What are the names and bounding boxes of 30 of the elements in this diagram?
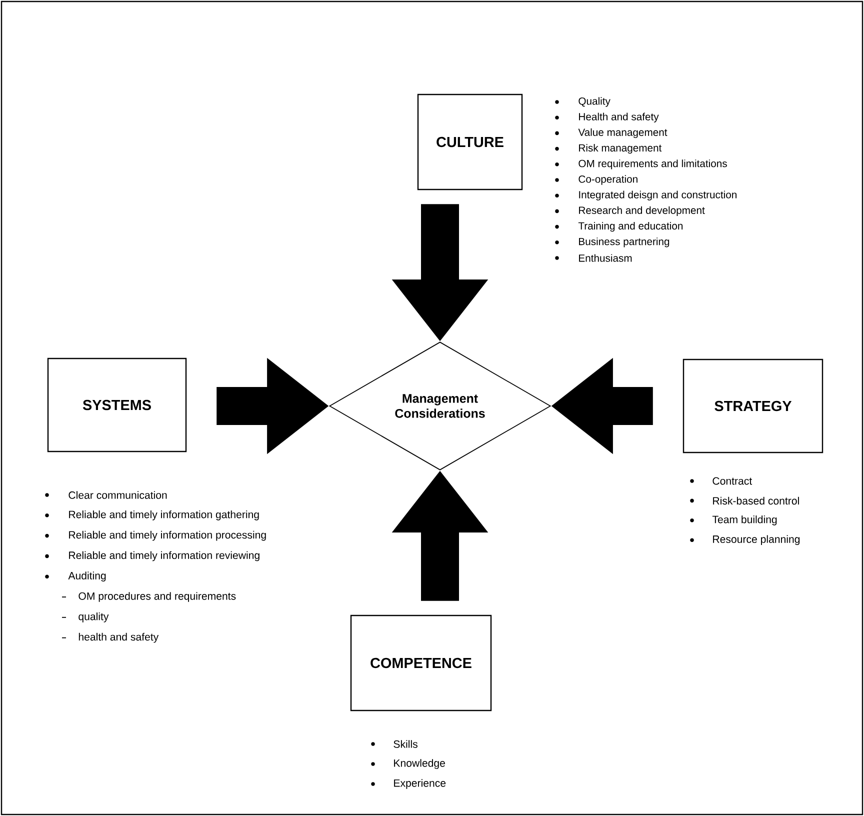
list-item: Enthusiasm xyxy=(579,254,632,262)
list-item: Co-operation xyxy=(578,175,638,185)
list-item: health and safety xyxy=(78,632,159,643)
label-box: COMPETENCE xyxy=(350,614,492,712)
list-item: Health and safety xyxy=(579,112,659,122)
list-item: Reliable and timely information gathering xyxy=(69,510,259,520)
list-item: Knowledge xyxy=(394,759,445,769)
list-item: Risk-based control xyxy=(713,496,799,505)
list-item: Risk management xyxy=(579,144,662,154)
list-item: Reliable and timely information processing xyxy=(69,530,266,541)
list-item: Value management xyxy=(578,128,668,138)
list-item: OM requirements and limitations xyxy=(578,160,727,170)
list-item: Business partnering xyxy=(579,238,670,248)
list-item: quality xyxy=(78,612,109,622)
list-item: Quality xyxy=(578,97,610,107)
list-item: Clear communication xyxy=(68,491,167,499)
list-item: Integrated deisgn and construction xyxy=(579,190,736,200)
list-item: Resource planning xyxy=(713,535,800,546)
list-item: Training and education xyxy=(578,222,683,232)
list-item: Experience xyxy=(394,779,446,789)
list-item: Auditing xyxy=(68,572,106,582)
label-box: STRATEGY xyxy=(682,358,824,454)
list-item: Team building xyxy=(712,515,777,526)
list-item: Contract xyxy=(712,477,752,485)
list-item: OM procedures and requirements xyxy=(78,592,236,602)
label-box: SYSTEMS xyxy=(47,358,187,452)
list-item: Skills xyxy=(394,740,418,748)
label-box: CULTURE xyxy=(417,94,523,190)
list-item: Research and development xyxy=(579,206,705,216)
list-item: Reliable and timely information reviewing xyxy=(69,551,260,562)
